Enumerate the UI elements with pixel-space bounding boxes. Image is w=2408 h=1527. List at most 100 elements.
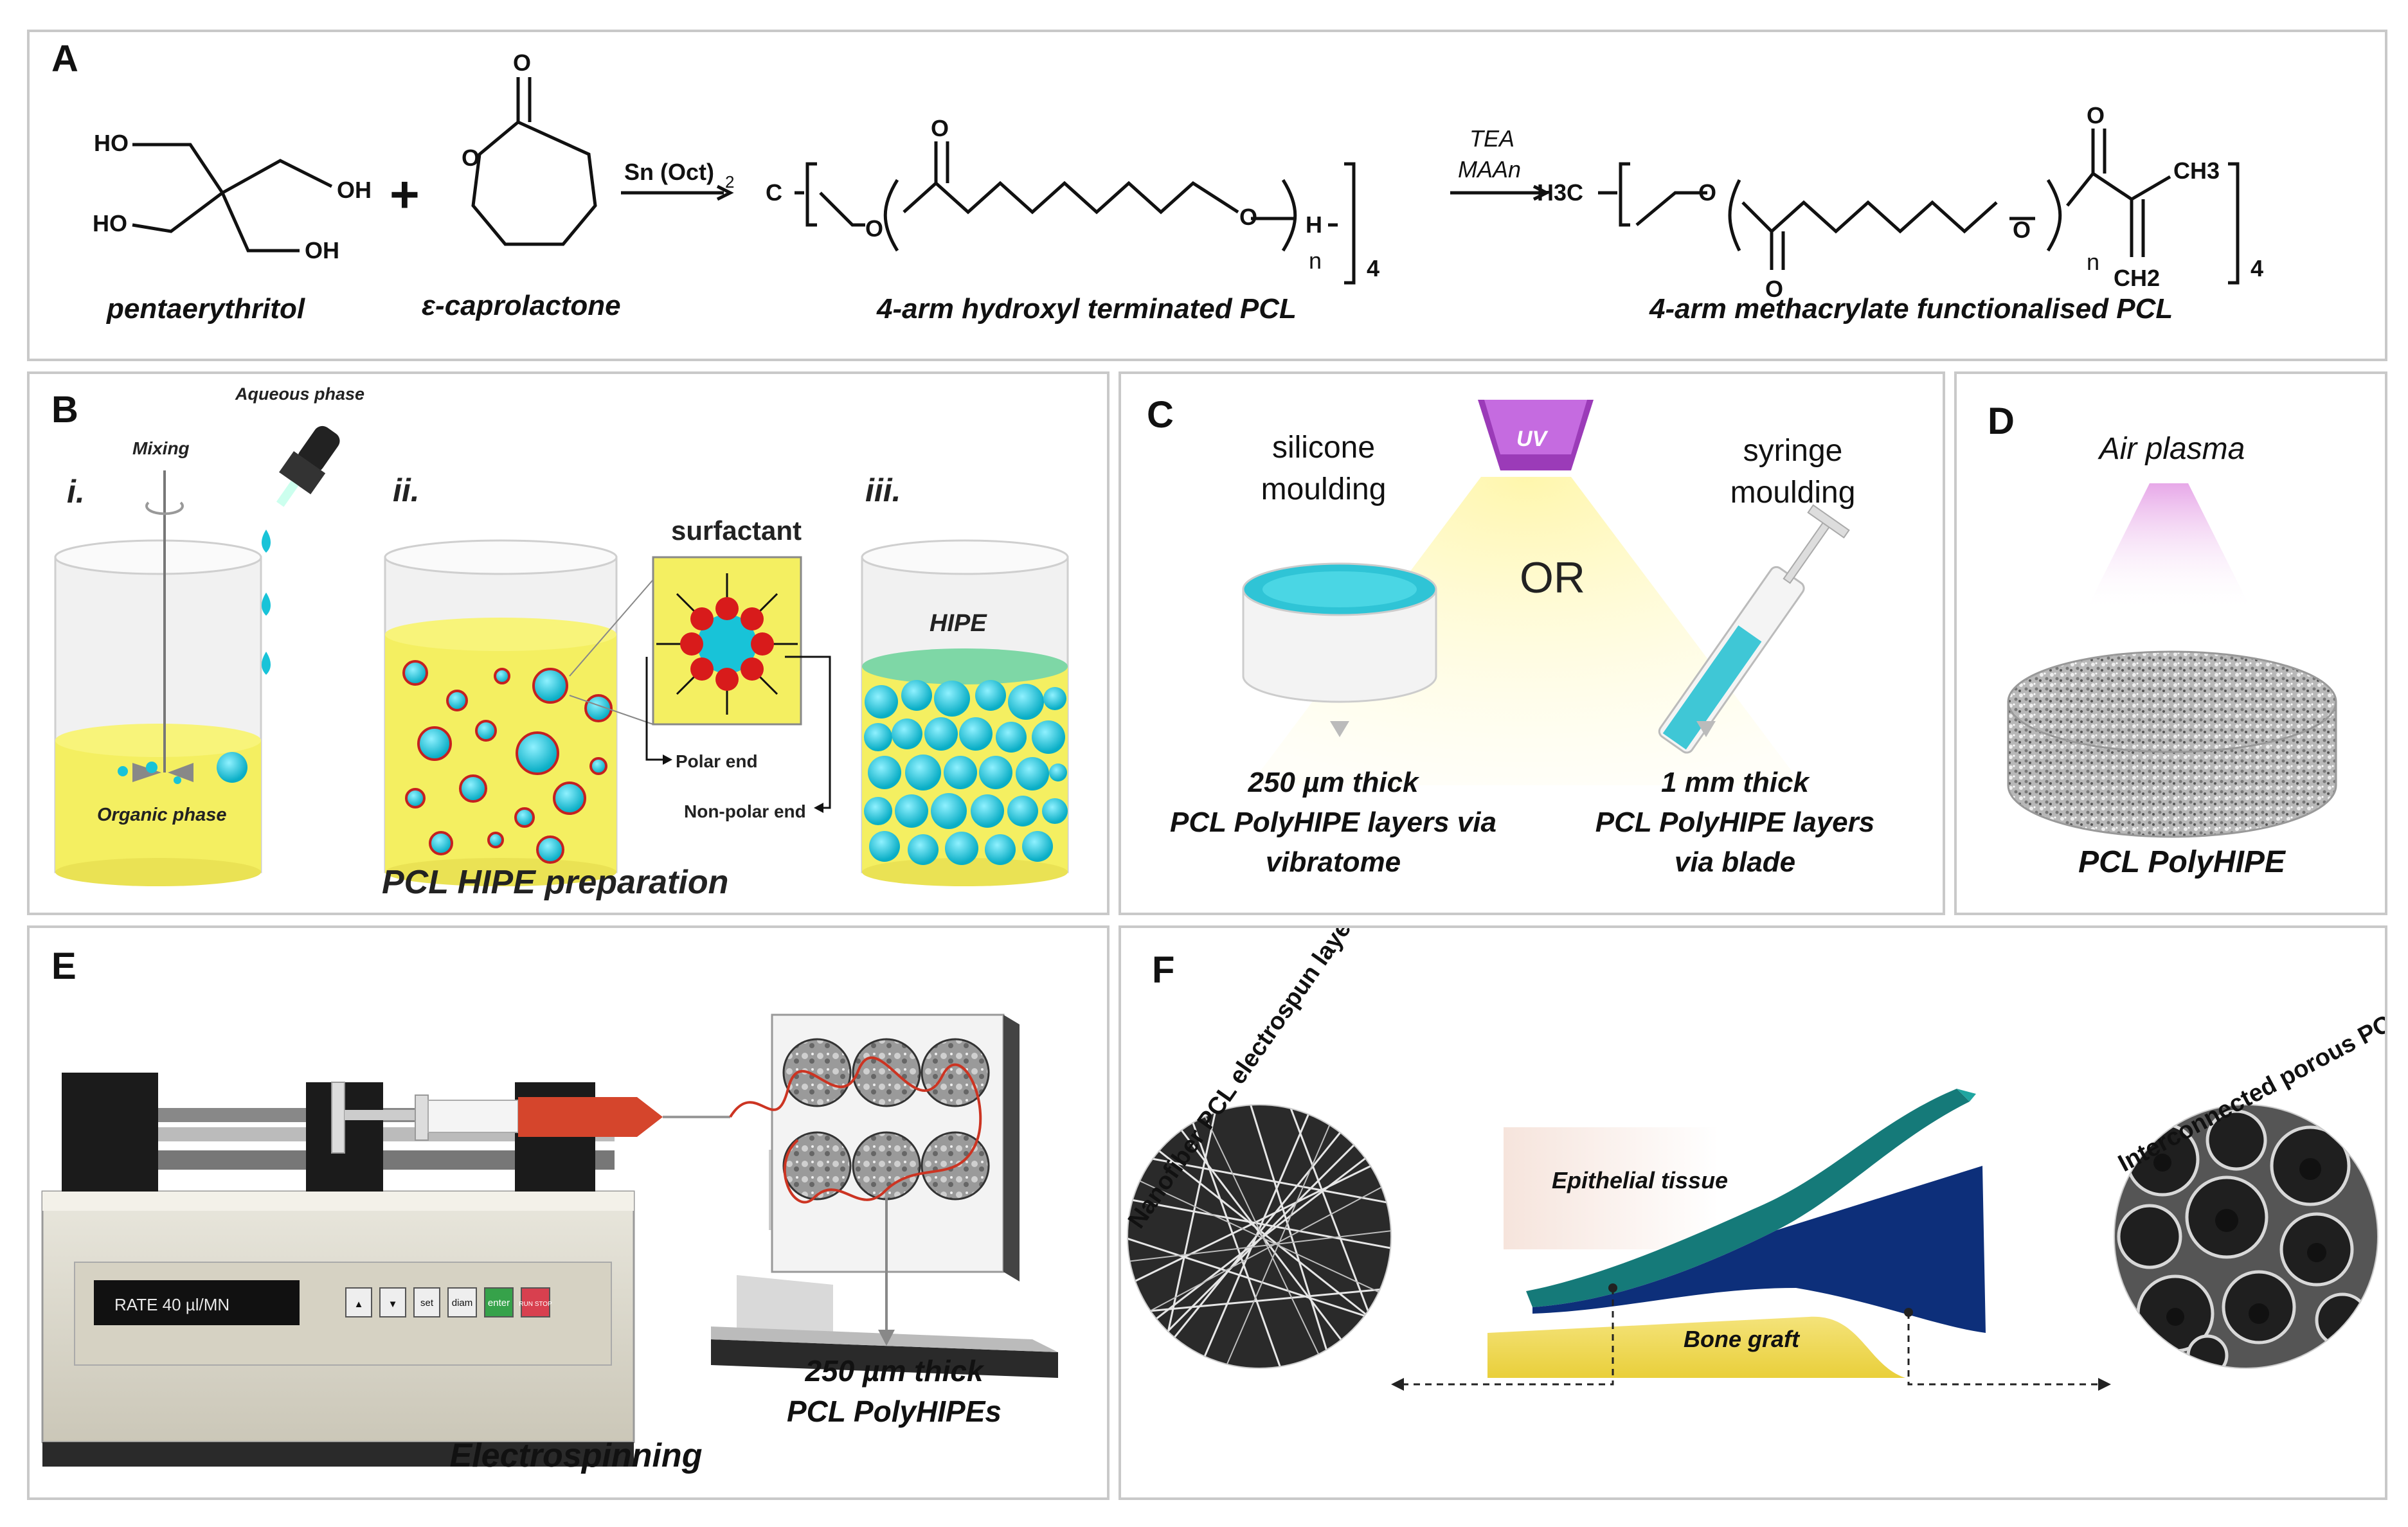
aqueous-label: Aqueous phase bbox=[235, 384, 364, 404]
panel-d: D Air plasma PCL PolyHIPE bbox=[1954, 371, 2387, 915]
silicone-label-2: moulding bbox=[1261, 472, 1387, 506]
pe-oh-2: OH bbox=[337, 177, 372, 203]
diam-button-label: diam bbox=[452, 1298, 473, 1308]
step-i-label: i. bbox=[67, 474, 85, 510]
plus-sign: + bbox=[390, 166, 420, 223]
reagent-tea: TEA bbox=[1469, 125, 1514, 152]
bone-graft-label: Bone graft bbox=[1684, 1326, 1801, 1352]
or-label: OR bbox=[1520, 553, 1585, 602]
catalyst-sub: 2 bbox=[725, 172, 734, 192]
pe-oh-4: OH bbox=[305, 237, 339, 263]
pcl-o-1: O bbox=[865, 215, 883, 242]
syringe-label-1: syringe bbox=[1743, 434, 1843, 468]
run-stop-button-label: RUN STOP bbox=[519, 1301, 552, 1308]
panel-b: B bbox=[27, 371, 1110, 915]
bilayer-scaffold bbox=[1526, 1089, 1986, 1333]
vibratome-caption-3: vibratome bbox=[1266, 846, 1401, 878]
panel-b-label: B bbox=[51, 389, 78, 431]
panel-e-label: E bbox=[51, 945, 76, 987]
panel-c-label: C bbox=[1147, 394, 1174, 436]
panel-c: C UV OR silicone moulding s bbox=[1119, 371, 1945, 915]
nanofiber-sem-image bbox=[1128, 1105, 1391, 1368]
surfactant-label: surfactant bbox=[671, 515, 802, 546]
m-carbonyl-o: O bbox=[1765, 276, 1783, 302]
methacrylate-pcl-label: 4-arm methacrylate functionalised PCL bbox=[1649, 293, 2173, 325]
polar-end-label: Polar end bbox=[676, 751, 758, 771]
panel-e-caption: Electrospinning bbox=[450, 1437, 703, 1474]
pentaerythritol-label: pentaerythritol bbox=[106, 293, 305, 325]
pcl-carbonyl-o: O bbox=[931, 115, 949, 141]
hipe-label: HIPE bbox=[930, 610, 987, 637]
pe-oh-1: HO bbox=[94, 130, 129, 156]
uv-curing-diagram: UV OR silicone moulding syringe moulding… bbox=[1170, 400, 1875, 878]
electrospinning-diagram: RATE 40 µl/MN ▲ ▼ set diam enter RUN STO… bbox=[41, 1014, 1058, 1474]
catalyst-label: Sn (Oct) bbox=[624, 159, 714, 185]
organic-phase-label: Organic phase bbox=[97, 805, 226, 825]
pcl-c-atom: C bbox=[766, 179, 782, 206]
down-button[interactable] bbox=[379, 1287, 406, 1317]
syringe-mould bbox=[1658, 504, 1850, 754]
cl-ring-o: O bbox=[462, 145, 480, 171]
run-stop-button[interactable] bbox=[521, 1287, 550, 1317]
syringe-pump bbox=[41, 1073, 730, 1467]
air-plasma-diagram: Air plasma PCL PolyHIPE bbox=[2007, 432, 2337, 879]
up-button-label: ▲ bbox=[354, 1299, 364, 1310]
m-carbonyl-o-2: O bbox=[2087, 102, 2105, 129]
m-o-1: O bbox=[1698, 179, 1716, 206]
panel-e: E bbox=[27, 925, 1110, 1500]
mixing-label: Mixing bbox=[132, 438, 190, 458]
pcl-4-sub: 4 bbox=[1367, 255, 1379, 281]
down-button-label: ▼ bbox=[388, 1299, 398, 1310]
blade-caption-2: PCL PolyHIPE layers bbox=[1595, 807, 1875, 838]
hipe-preparation-diagram: Mixing Aqueous phase i. ii. iii. Organic… bbox=[54, 384, 1069, 901]
uv-label: UV bbox=[1516, 427, 1549, 451]
bilayer-scaffold-diagram: Epithelial tissue Bone graft Nanofiber P… bbox=[1123, 928, 2385, 1391]
dropper-icon bbox=[276, 425, 340, 507]
vibratome-caption-2: PCL PolyHIPE layers via bbox=[1170, 807, 1496, 838]
set-button[interactable] bbox=[413, 1287, 440, 1317]
enter-button-label: enter bbox=[488, 1298, 510, 1308]
collector bbox=[711, 1014, 1058, 1378]
reagent-maan: MAAn bbox=[1458, 156, 1521, 183]
pcl-h-atom: H bbox=[1306, 211, 1322, 238]
caprolactone-label: ε-caprolactone bbox=[422, 290, 621, 321]
vibratome-caption-1: 250 µm thick bbox=[1247, 767, 1420, 798]
pe-oh-3: HO bbox=[93, 210, 127, 237]
non-polar-end-label: Non-polar end bbox=[684, 801, 806, 821]
m-ch3: CH3 bbox=[2173, 157, 2220, 184]
electrospun-caption-1: 250 µm thick bbox=[804, 1354, 984, 1388]
m-o-2: O bbox=[2013, 217, 2031, 243]
polyhipe-disc bbox=[2007, 650, 2337, 838]
set-button-label: set bbox=[420, 1298, 434, 1308]
panel-f: F bbox=[1119, 925, 2387, 1500]
panel-d-caption: PCL PolyHIPE bbox=[2078, 845, 2287, 879]
panel-a-label: A bbox=[51, 38, 78, 80]
panel-b-caption: PCL HIPE preparation bbox=[382, 864, 728, 901]
hydroxyl-pcl-label: 4-arm hydroxyl terminated PCL bbox=[876, 293, 1297, 325]
m-ch2: CH2 bbox=[2114, 265, 2160, 291]
silicone-mould bbox=[1242, 562, 1437, 737]
enter-button[interactable] bbox=[484, 1287, 514, 1317]
pump-display: RATE 40 µl/MN bbox=[114, 1295, 229, 1314]
silicone-label-1: silicone bbox=[1272, 431, 1375, 465]
beaker-i bbox=[54, 425, 340, 886]
m-n-sub: n bbox=[2087, 249, 2099, 275]
panel-a-scheme: HO OH HO OH O O + C O O O H n 4 H3C O O … bbox=[93, 49, 2263, 325]
beaker-iii bbox=[861, 539, 1069, 886]
up-button[interactable] bbox=[345, 1287, 372, 1317]
panel-d-label: D bbox=[1988, 400, 2015, 442]
pcl-n-sub: n bbox=[1309, 247, 1322, 274]
air-plasma-label: Air plasma bbox=[2098, 432, 2245, 466]
epithelial-tissue-label: Epithelial tissue bbox=[1552, 1167, 1728, 1193]
step-iii-label: iii. bbox=[865, 472, 901, 508]
cl-carbonyl-o: O bbox=[513, 49, 531, 76]
beaker-ii bbox=[384, 539, 831, 886]
pcl-o-2: O bbox=[1239, 204, 1257, 230]
panel-f-label: F bbox=[1152, 949, 1175, 991]
electrospun-caption-2: PCL PolyHIPEs bbox=[787, 1395, 1002, 1428]
step-ii-label: ii. bbox=[393, 472, 420, 508]
m-h3c: H3C bbox=[1537, 179, 1583, 206]
blade-caption-3: via blade bbox=[1675, 846, 1795, 878]
diam-button[interactable] bbox=[447, 1287, 477, 1317]
pump-buttons: ▲ ▼ set diam enter RUN STOP bbox=[345, 1287, 552, 1317]
